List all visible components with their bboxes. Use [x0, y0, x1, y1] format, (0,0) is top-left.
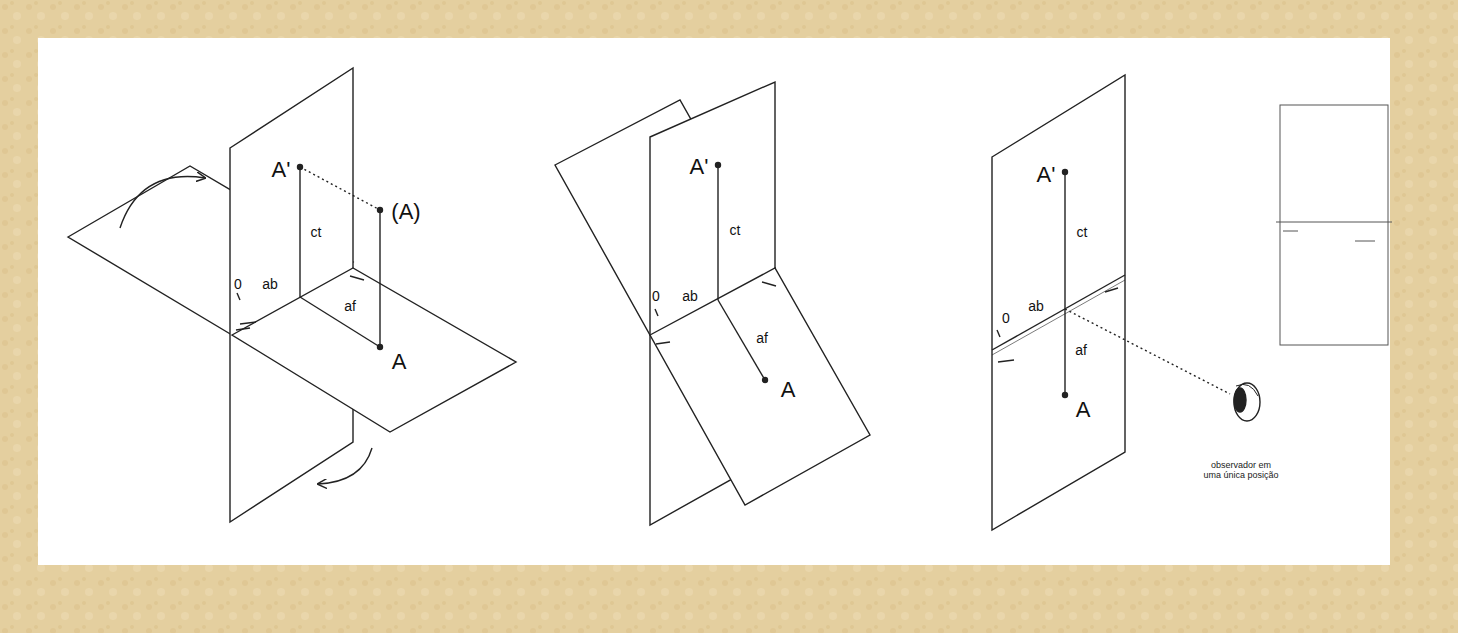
figure-1: [68, 68, 516, 522]
line-label: ab: [262, 277, 278, 291]
tick: [998, 360, 1014, 362]
origin-label: 0: [652, 289, 660, 303]
sketch-rect: [1280, 105, 1388, 345]
horizontal-plane-front: [232, 268, 516, 432]
point-label: A': [690, 156, 709, 178]
projection-line: [717, 165, 718, 300]
point-label: A: [781, 379, 796, 401]
tick: [350, 276, 364, 280]
ground-line: [992, 275, 1125, 350]
point-label: A': [272, 159, 291, 181]
rotation-arrow: [120, 177, 205, 228]
projection-line: [1064, 172, 1065, 395]
horizontal-plane-front: [650, 268, 870, 505]
tick: [997, 330, 1000, 337]
point-label: (A): [391, 201, 420, 223]
origin-label: 0: [1002, 311, 1010, 325]
point-label: A': [1037, 164, 1056, 186]
point: [378, 345, 383, 350]
point: [716, 163, 721, 168]
tick: [655, 309, 658, 316]
tick: [762, 282, 776, 286]
tick: [237, 293, 240, 300]
point-label: A: [1076, 399, 1091, 421]
line-label: ab: [682, 289, 698, 303]
sketch-dash: [1283, 231, 1298, 232]
tick: [236, 328, 250, 330]
line-label: ab: [1028, 299, 1044, 313]
point: [1063, 393, 1068, 398]
sketch: [1276, 105, 1392, 345]
line-label: af: [756, 331, 768, 345]
line-label: af: [1075, 343, 1087, 357]
point: [1063, 170, 1068, 175]
rotation-arrow: [318, 448, 372, 484]
line-label: ct: [730, 223, 741, 237]
ground-line: [992, 280, 1125, 355]
point-label: A: [392, 351, 407, 373]
origin-label: 0: [234, 277, 242, 291]
tick: [656, 342, 670, 344]
sketch-line: [1276, 222, 1392, 223]
line-label: ct: [311, 225, 322, 239]
line-label: af: [344, 299, 356, 313]
sight-line: [1065, 309, 1230, 394]
point: [378, 208, 383, 213]
projection-line: [300, 297, 380, 347]
eye: [1234, 383, 1260, 421]
eye-lid: [1236, 384, 1258, 396]
dotted-line: [300, 167, 380, 210]
white-panel: [38, 38, 1390, 565]
tick: [240, 322, 256, 324]
line-label: ct: [1077, 225, 1088, 239]
point: [763, 378, 768, 383]
projection-line: [299, 167, 300, 297]
observer-caption: observador em uma única posição: [1201, 460, 1281, 481]
sketch-dash: [1355, 241, 1375, 242]
projection-line: [379, 210, 380, 347]
point: [298, 165, 303, 170]
eye-iris: [1234, 388, 1246, 412]
tick: [1105, 288, 1118, 292]
projection-plane: [992, 75, 1125, 530]
figure-2: [555, 82, 870, 525]
